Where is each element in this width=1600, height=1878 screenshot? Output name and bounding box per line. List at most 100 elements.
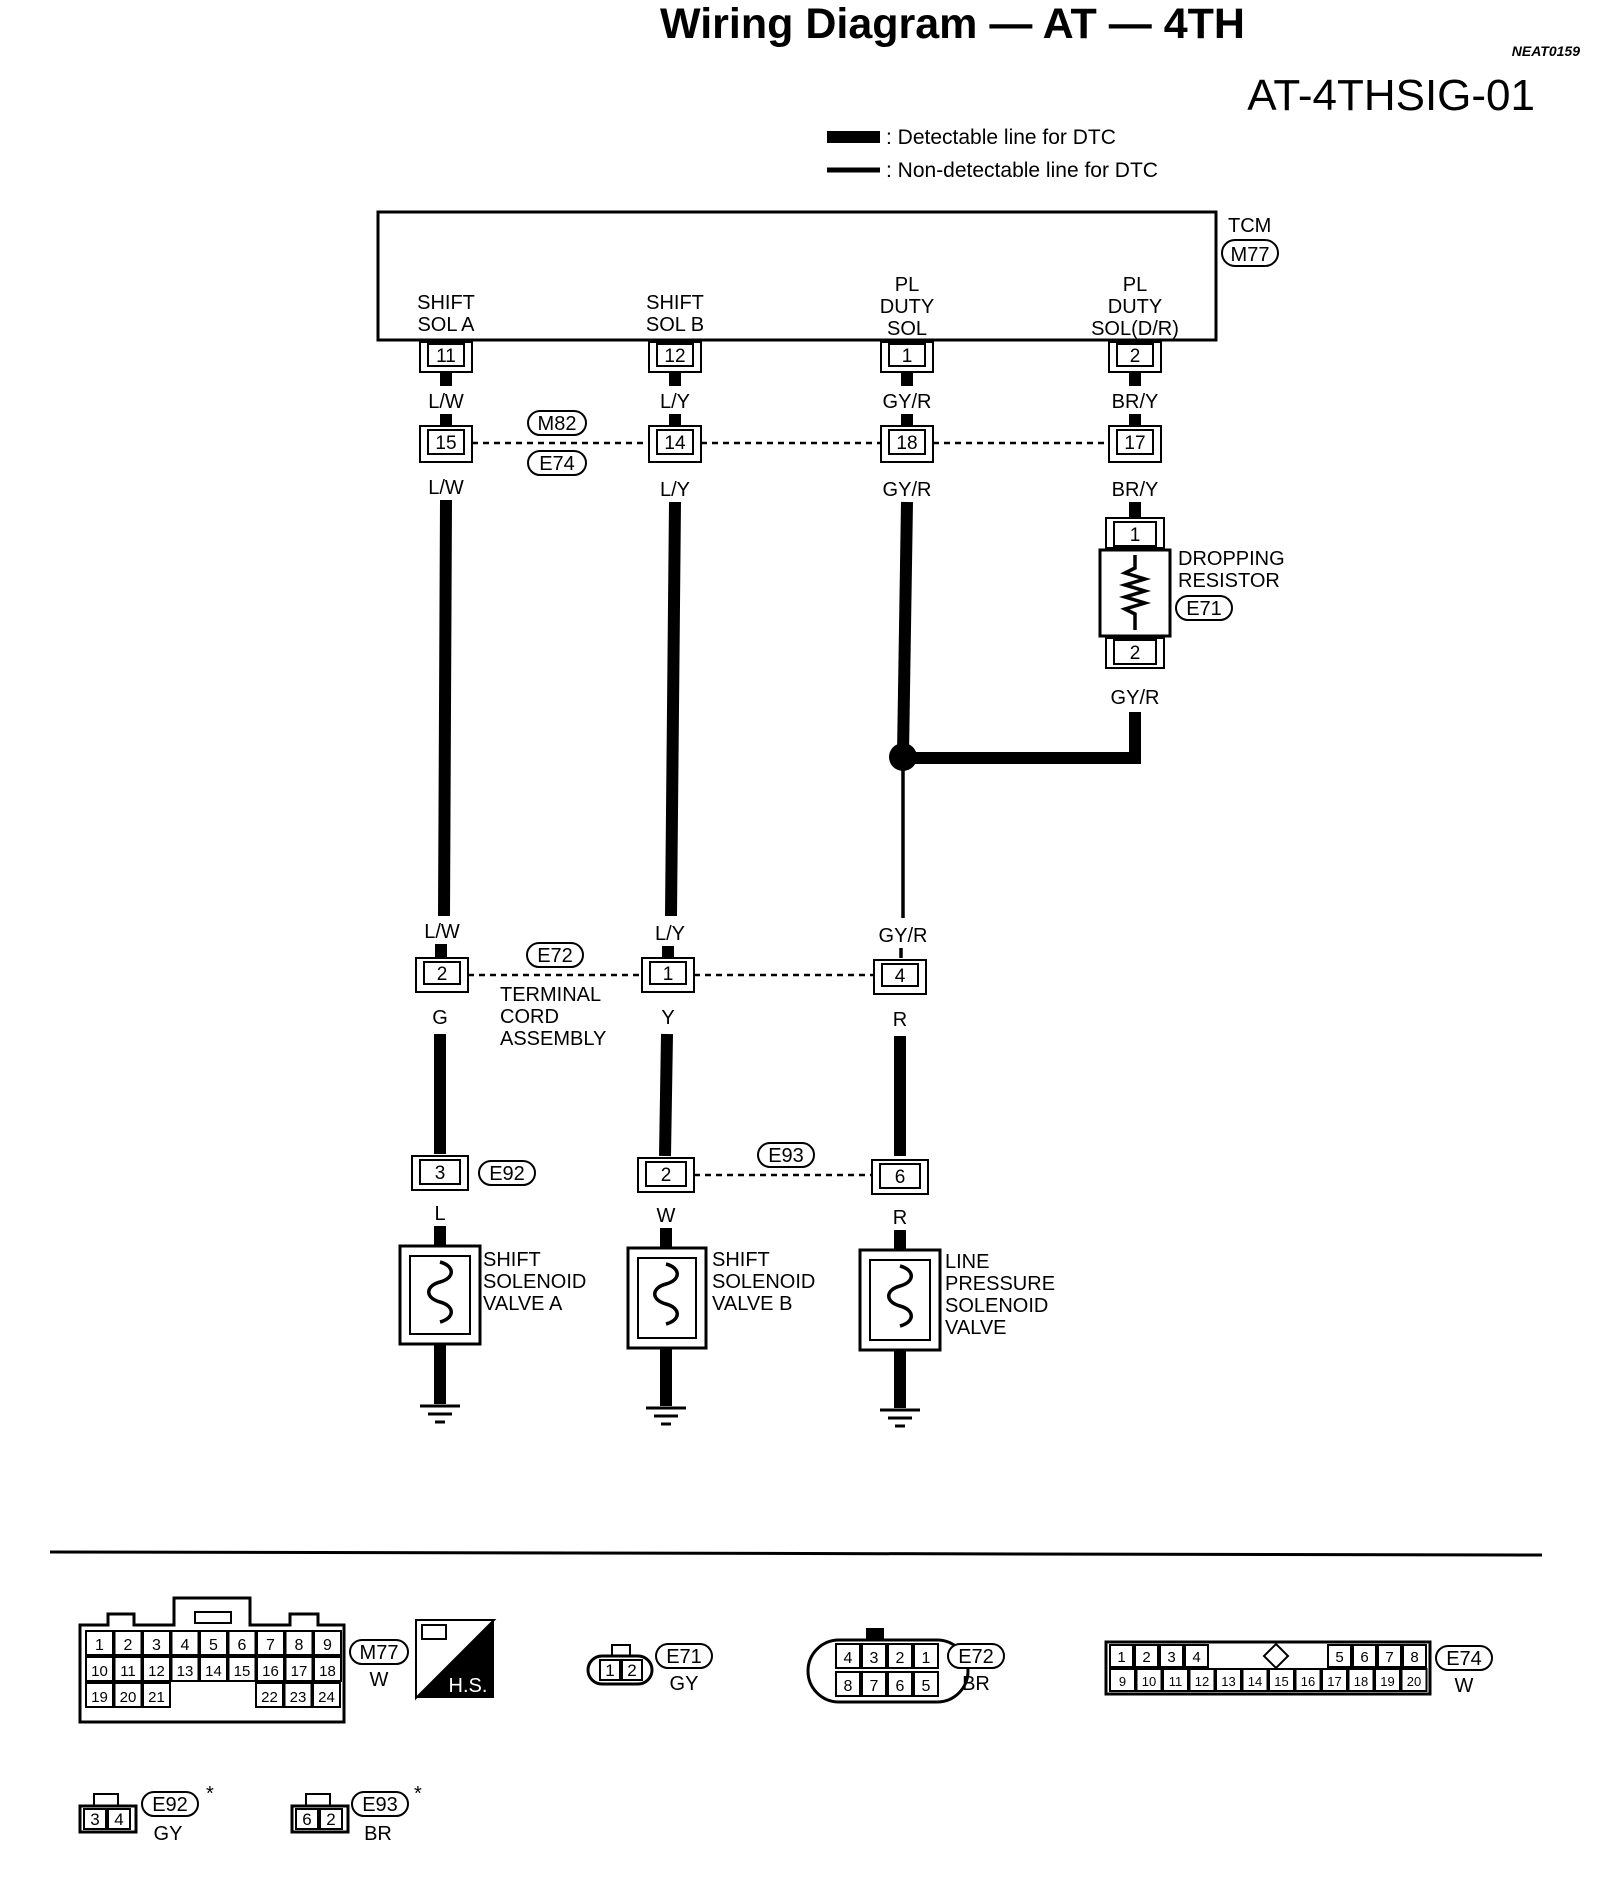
e71-connector-id: E71: [1186, 598, 1222, 620]
e74-view-color: W: [1455, 1675, 1474, 1697]
e71-badge: [1175, 595, 1233, 621]
m77-pin-text: 21: [148, 1689, 165, 1706]
section-divider: [49, 1550, 1543, 1557]
shift-solenoid-valve-a: SHIFT SOLENOID VALVE A: [398, 1226, 586, 1424]
tcm-connector-badge: [1221, 239, 1279, 267]
m77-pin: [313, 1630, 342, 1656]
wire-color: GY/R: [1111, 687, 1160, 709]
lps-l3: SOLENOID: [945, 1295, 1048, 1317]
wire-color: BR/Y: [1112, 391, 1159, 413]
e74-view-pin-text: 14: [1248, 1674, 1262, 1689]
m77-pin-text: 12: [148, 1663, 165, 1680]
solenoid-a-l3: VALVE A: [483, 1293, 563, 1315]
terminal-label-pl-l2: DUTY: [880, 296, 934, 318]
e74-view-pin-text: 17: [1327, 1674, 1341, 1689]
wire-color: L/W: [428, 477, 464, 499]
e74-view-pin: [1109, 1668, 1136, 1692]
terminal-label-pl-l1: PL: [895, 274, 919, 296]
tcm-terminal-labels: SHIFT SOL A SHIFT SOL B PL DUTY SOL PL D…: [417, 274, 1179, 340]
m77-pin-text: 8: [295, 1637, 304, 1654]
e74-view-pin-text: 5: [1335, 1649, 1343, 1666]
e71-view-badge: [655, 1643, 713, 1669]
m77-pin-text: 2: [124, 1637, 133, 1654]
terminal-label-sol-a-l1: SHIFT: [417, 292, 475, 314]
e74-view-pin-text: 8: [1410, 1649, 1418, 1666]
lps-l2: PRESSURE: [945, 1273, 1055, 1295]
m77-pin: [256, 1630, 285, 1656]
tcm-pins: 11 12 1 2: [419, 341, 1162, 373]
m77-pin: [284, 1630, 314, 1656]
wire-resistor-to-splice: [903, 712, 1141, 764]
wire-color: BR/Y: [1112, 479, 1159, 501]
joint-pin-17: 17: [1124, 433, 1145, 454]
wire-color: L/W: [424, 921, 460, 943]
e74-view-pin-text: 16: [1301, 1674, 1315, 1689]
reference-code: NEAT0159: [1512, 43, 1580, 59]
connector-view-e92: 3 4 E92 * GY: [78, 1783, 214, 1845]
m77-pin: [113, 1656, 143, 1682]
e71-view-color: GY: [670, 1673, 699, 1695]
e92-pin-3: 3: [435, 1163, 446, 1184]
m77-pin: [113, 1682, 143, 1708]
coil-icon: [653, 1262, 679, 1326]
m77-id: M77: [360, 1642, 399, 1664]
tcm-box: [376, 210, 1218, 342]
e74-view-pin-text: 15: [1274, 1674, 1288, 1689]
e74-view-pin-text: 6: [1360, 1649, 1368, 1666]
m77-pin: [170, 1656, 200, 1682]
e93-badge: [757, 1142, 815, 1168]
m77-pin: [85, 1656, 114, 1682]
wire-color: W: [657, 1205, 676, 1227]
e74-view-pin-text: 4: [1192, 1649, 1200, 1666]
e74-view-pin: [1400, 1668, 1428, 1692]
e74-view-pin-text: 1: [1117, 1649, 1125, 1666]
splice-point: [889, 743, 917, 771]
m77-pin: [227, 1656, 257, 1682]
e74-view-pin-text: 7: [1385, 1649, 1393, 1666]
page-title: Wiring Diagram — AT — 4TH: [660, 0, 1245, 48]
m77-pin-text: 17: [291, 1663, 308, 1680]
e74-view-pin: [1162, 1668, 1189, 1692]
e74-view-pin-text: 18: [1354, 1674, 1368, 1689]
e71-view-id: E71: [666, 1646, 702, 1668]
m77-pin-text: 7: [266, 1637, 275, 1654]
m77-pin-text: 6: [238, 1637, 247, 1654]
wire-color: L/Y: [660, 391, 690, 413]
e93-mark: *: [414, 1783, 422, 1805]
m77-pin-text: 19: [91, 1689, 108, 1706]
terminal-label-pldr-l3: SOL(D/R): [1091, 318, 1179, 340]
m77-pin-text: 24: [318, 1689, 335, 1706]
wire-color: L: [434, 1203, 445, 1225]
joint-connector-m82-e74: 15 14 18 17 M82 E74: [419, 410, 1162, 476]
m77-pin-text: 22: [261, 1689, 278, 1706]
e72-view-pin-text: 3: [870, 1650, 879, 1667]
m77-pin-text: 14: [205, 1663, 222, 1680]
resistor-label-l1: DROPPING: [1178, 548, 1285, 570]
m77-pin-text: 11: [120, 1663, 136, 1680]
resistor-icon: [1118, 555, 1152, 630]
tcm-label: TCM: [1228, 215, 1271, 237]
m77-pin-text: 10: [91, 1663, 108, 1680]
e92-view-color: GY: [154, 1823, 183, 1845]
e72-pin-2: 2: [437, 964, 448, 985]
m77-pin: [313, 1656, 342, 1682]
tcm-pin-2-text: 2: [1130, 346, 1141, 367]
m77-pin-text: 20: [120, 1689, 137, 1706]
e74-connector-id: E74: [539, 453, 575, 475]
e72-view-pin-text: 1: [922, 1650, 931, 1667]
wire-color: R: [893, 1009, 907, 1031]
m77-pin: [283, 1682, 313, 1708]
wire-shift-sol-a: [438, 499, 452, 917]
solenoid-b-l2: SOLENOID: [712, 1271, 815, 1293]
e74-view-pin: [1294, 1668, 1322, 1692]
e71-pin: 1: [605, 1661, 614, 1680]
m82-badge: [527, 410, 587, 436]
wire-color: Y: [661, 1007, 674, 1029]
m77-pin: [199, 1630, 228, 1656]
connector-view-e93: 6 2 E93 * BR: [290, 1783, 422, 1845]
e74-view-pin-text: 11: [1169, 1674, 1183, 1689]
e74-view-pin: [1377, 1644, 1402, 1668]
joint-pin-14: 14: [664, 433, 686, 454]
e74-view-pin: [1402, 1644, 1427, 1668]
